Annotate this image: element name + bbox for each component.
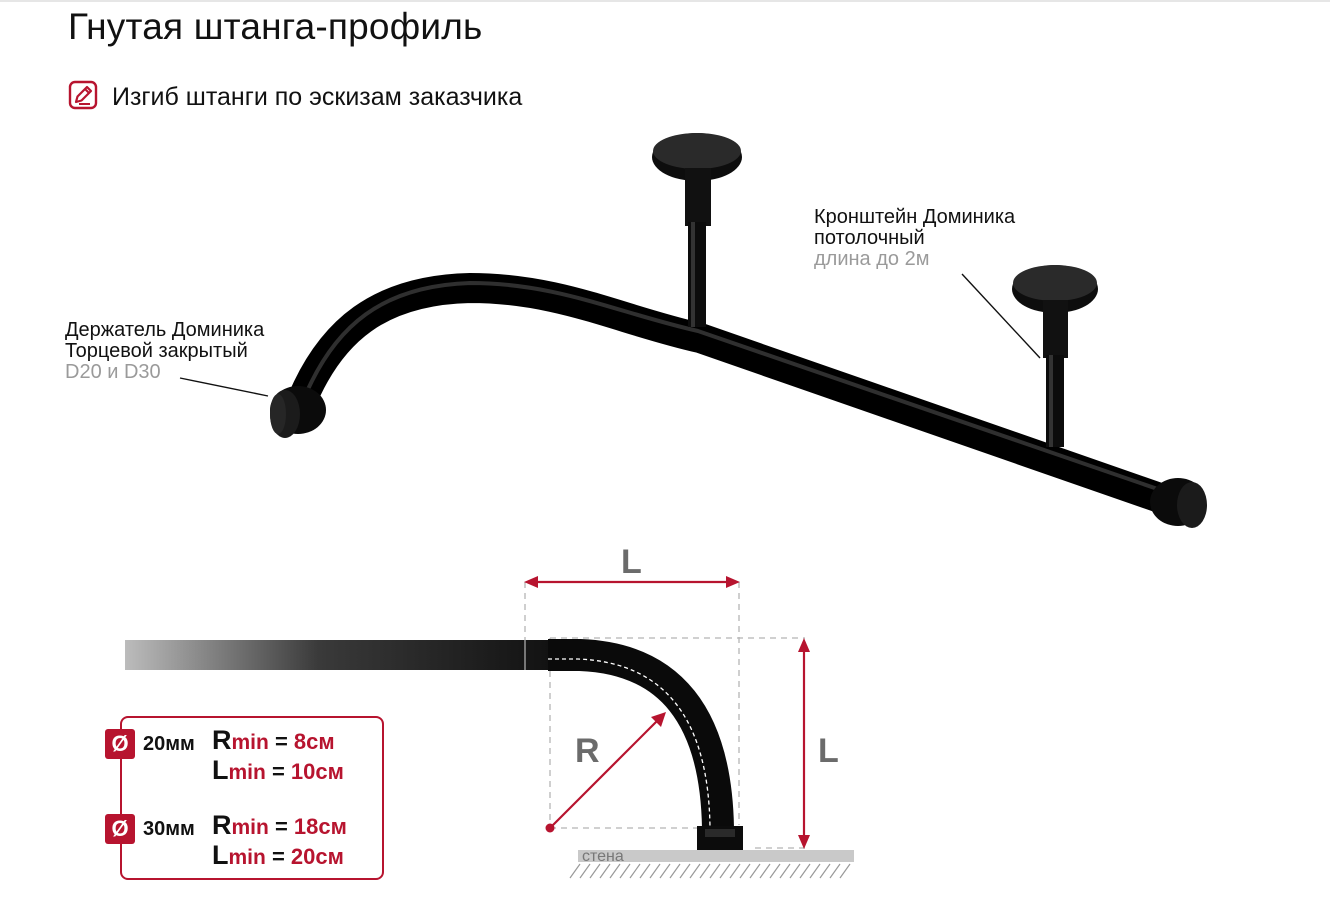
wall-label: стена	[582, 848, 624, 865]
top-divider	[0, 0, 1330, 2]
bracket-label: Кронштейн Доминика потолочный длина до 2…	[814, 207, 1015, 270]
holder-label: Держатель Доминика Торцевой закрытый D20…	[65, 320, 264, 383]
diameter-icon: Ø	[105, 814, 135, 844]
curved-rod	[285, 272, 1195, 520]
edit-sketch-icon	[68, 80, 98, 115]
bracket-label-line3: длина до 2м	[814, 248, 930, 270]
bracket-label-line2: потолочный	[814, 227, 925, 249]
spec-size: 30мм	[143, 818, 195, 840]
spec-size: 20мм	[143, 733, 195, 755]
holder-label-line2: Торцевой закрытый	[65, 340, 248, 362]
spec-lmin: Lmin = 20см	[212, 840, 344, 870]
holder-leader-line	[179, 377, 269, 397]
bracket-label-line1: Кронштейн Доминика	[814, 206, 1016, 228]
subtitle-text: Изгиб штанги по эскизам заказчика	[112, 83, 523, 111]
end-cap-right	[1150, 478, 1207, 528]
subtitle-row: Изгиб штанги по эскизам заказчика	[68, 80, 522, 115]
holder-label-line3: D20 и D30	[65, 361, 161, 383]
spec-box	[120, 716, 384, 880]
spec-rmin: Rmin = 18см	[212, 810, 347, 840]
dimension-top-label: L	[621, 543, 642, 581]
radius-label: R	[575, 732, 600, 770]
ceiling-bracket-2	[1012, 265, 1098, 447]
spec-lmin: Lmin = 10см	[212, 755, 344, 785]
holder-label-line1: Держатель Доминика	[65, 319, 265, 341]
end-cap-left	[270, 386, 326, 438]
diameter-icon: Ø	[105, 729, 135, 759]
spec-rmin: Rmin = 8см	[212, 725, 335, 755]
bracket-leader-line	[961, 273, 1041, 359]
ceiling-bracket-1	[652, 133, 742, 327]
page-title: Гнутая штанга-профиль	[68, 6, 483, 47]
dimension-right-label: L	[818, 732, 839, 770]
bend-diagram	[125, 576, 854, 879]
